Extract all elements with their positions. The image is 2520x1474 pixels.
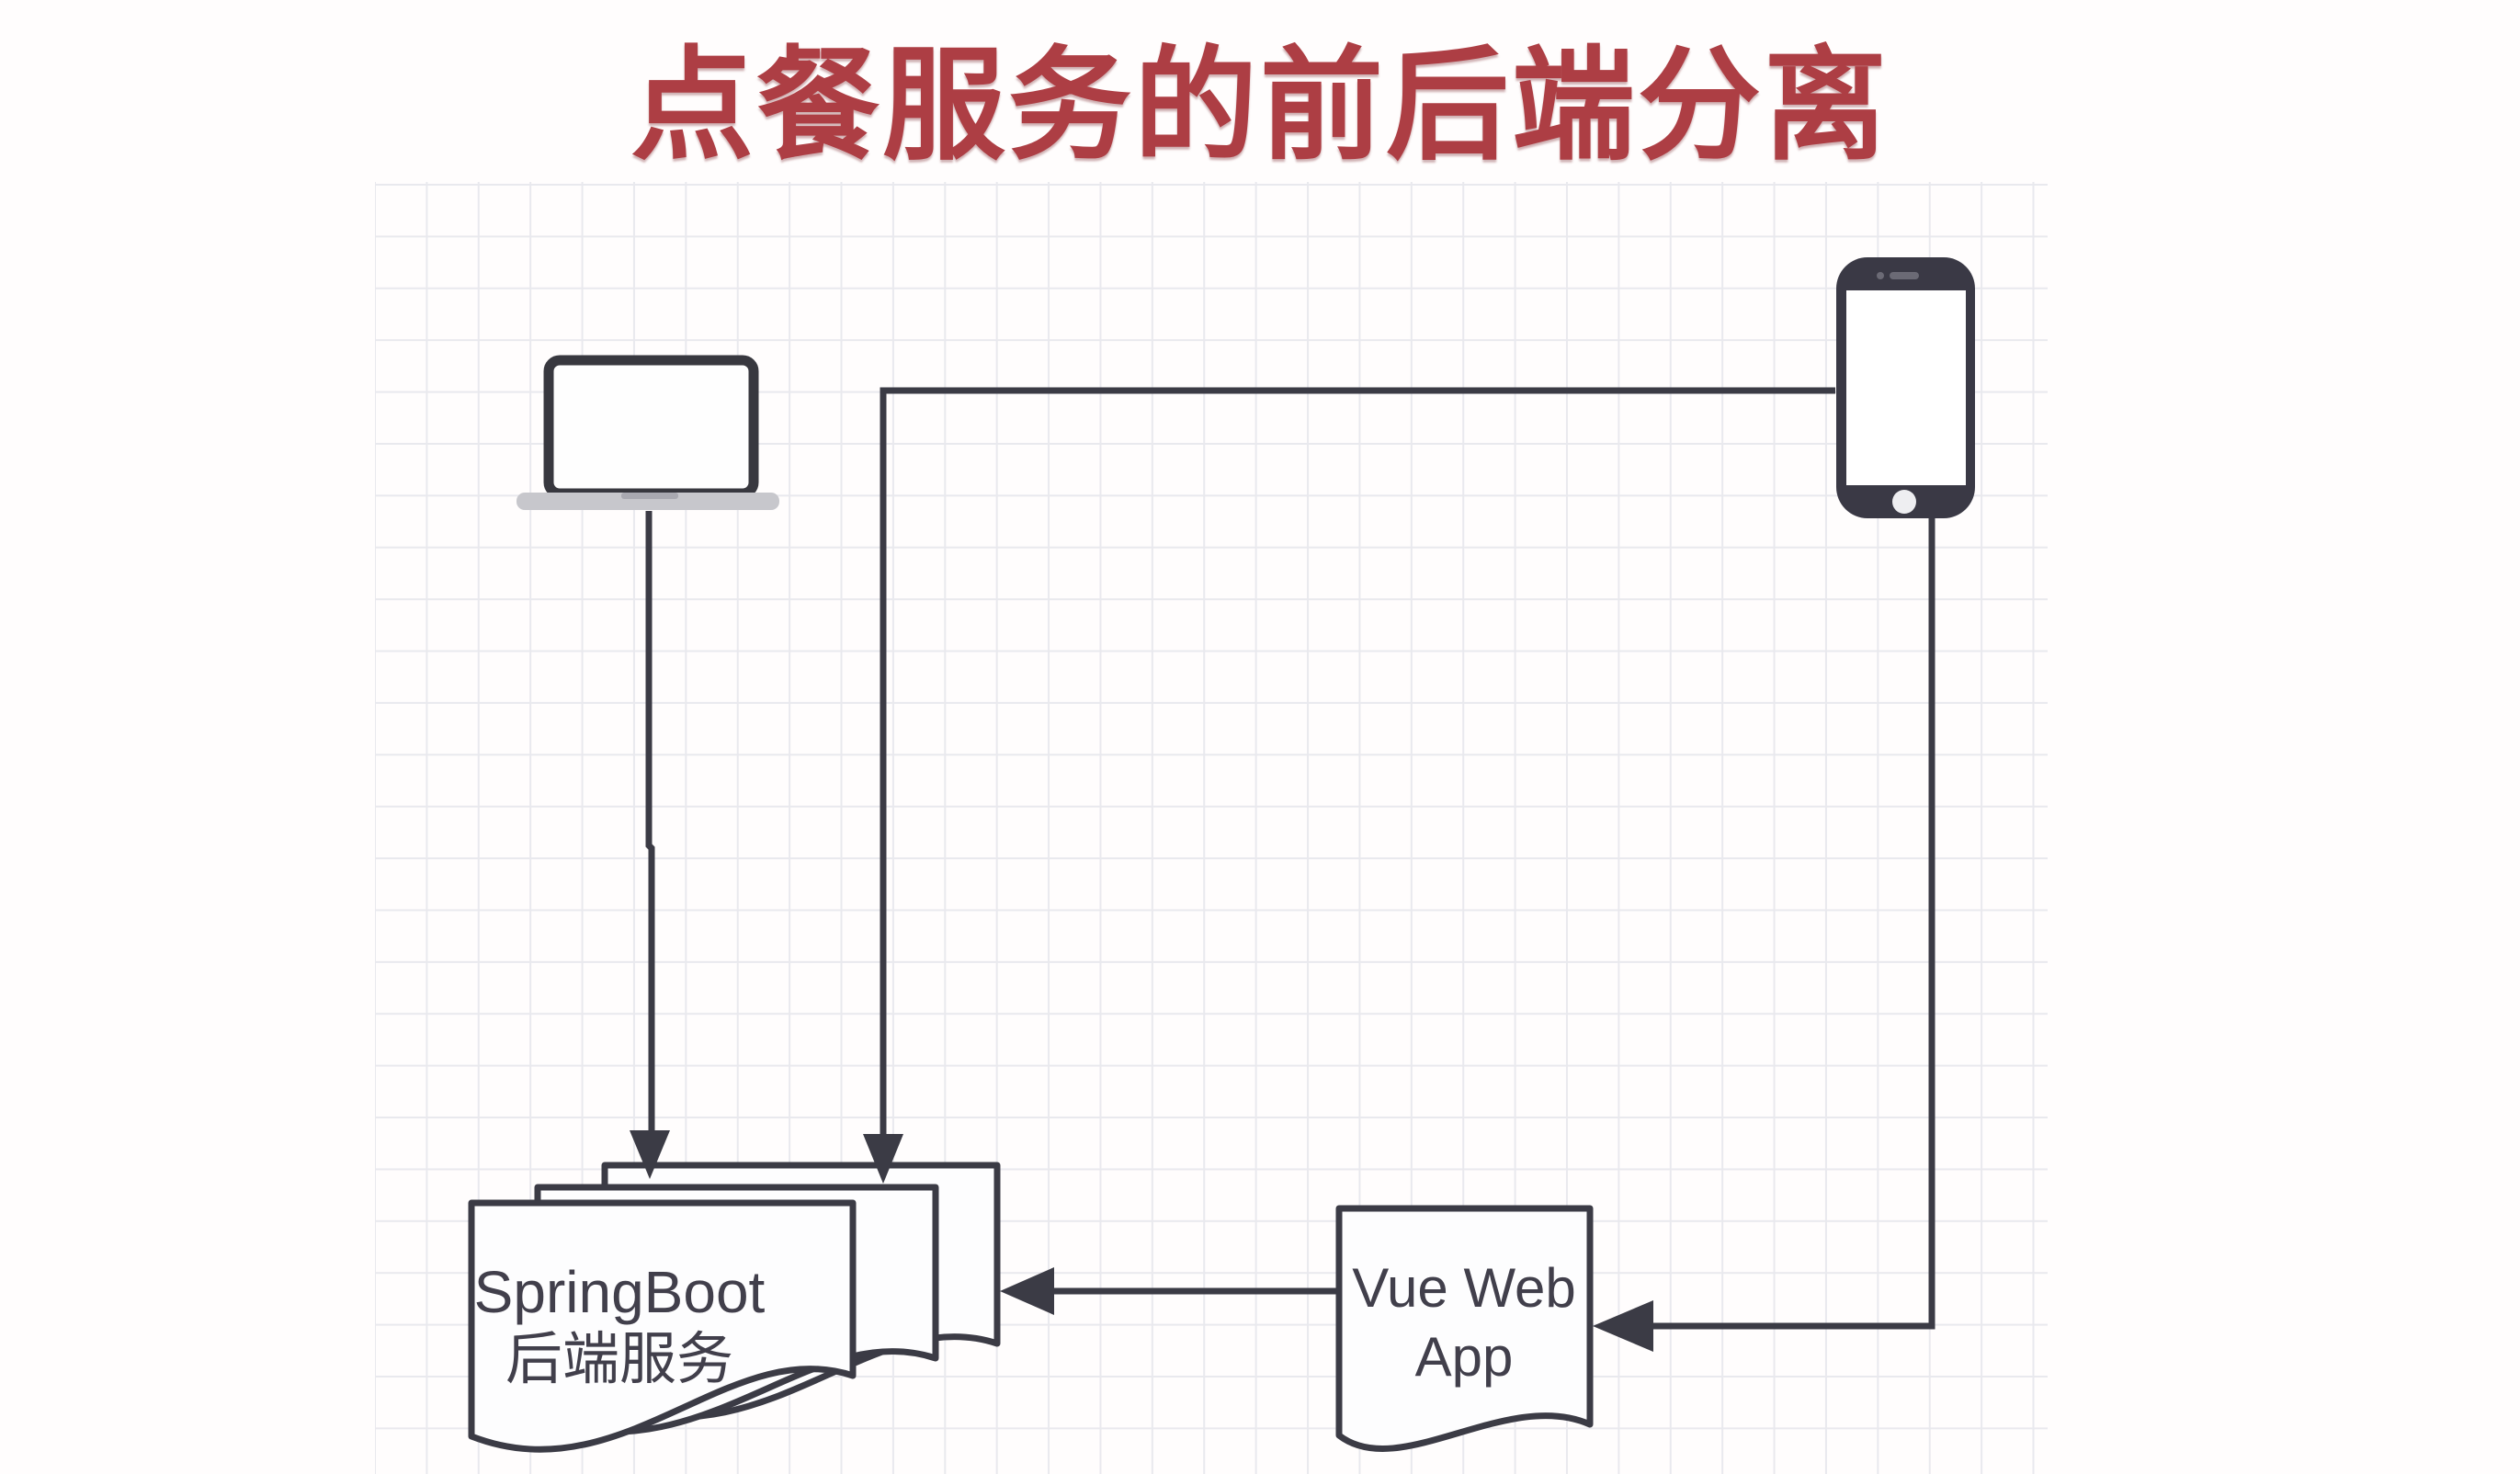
phone-speaker <box>1890 272 1919 279</box>
phone-home-button <box>1892 490 1916 514</box>
laptop-screen <box>543 355 759 499</box>
phone-screen <box>1846 290 1966 485</box>
backend-label-line2: 后端服务 <box>505 1328 733 1391</box>
page-title: 点餐服务的前后端分离 <box>630 38 1890 175</box>
edge-laptop-to-backend <box>645 511 655 1132</box>
laptop-base <box>516 493 779 510</box>
backend-docs-node: SpringBoot 后端服务 <box>468 1162 1001 1453</box>
phone-camera-dot <box>1877 272 1884 279</box>
arrowhead-frontend-to-backend <box>1000 1267 1054 1315</box>
arrowhead-laptop-to-backend <box>630 1130 670 1179</box>
connectors <box>645 387 1935 1330</box>
arrowheads <box>630 1130 1653 1352</box>
backend-label-line1: SpringBoot <box>474 1259 766 1325</box>
arrowhead-phone-to-frontend <box>1593 1300 1653 1352</box>
frontend-label-line2: App <box>1415 1326 1514 1388</box>
smartphone-icon <box>1836 257 1975 518</box>
laptop-notch <box>621 493 678 499</box>
frontend-doc-node: Vue Web App <box>1335 1205 1594 1453</box>
laptop-icon <box>516 355 779 510</box>
backend-doc-front <box>468 1199 857 1453</box>
frontend-label-line1: Vue Web <box>1352 1257 1576 1319</box>
edge-phone-to-frontend <box>1652 518 1935 1330</box>
edge-phone-to-backend <box>880 387 1835 1136</box>
arrowhead-phone-to-backend <box>863 1134 903 1184</box>
frontend-doc <box>1335 1205 1594 1453</box>
